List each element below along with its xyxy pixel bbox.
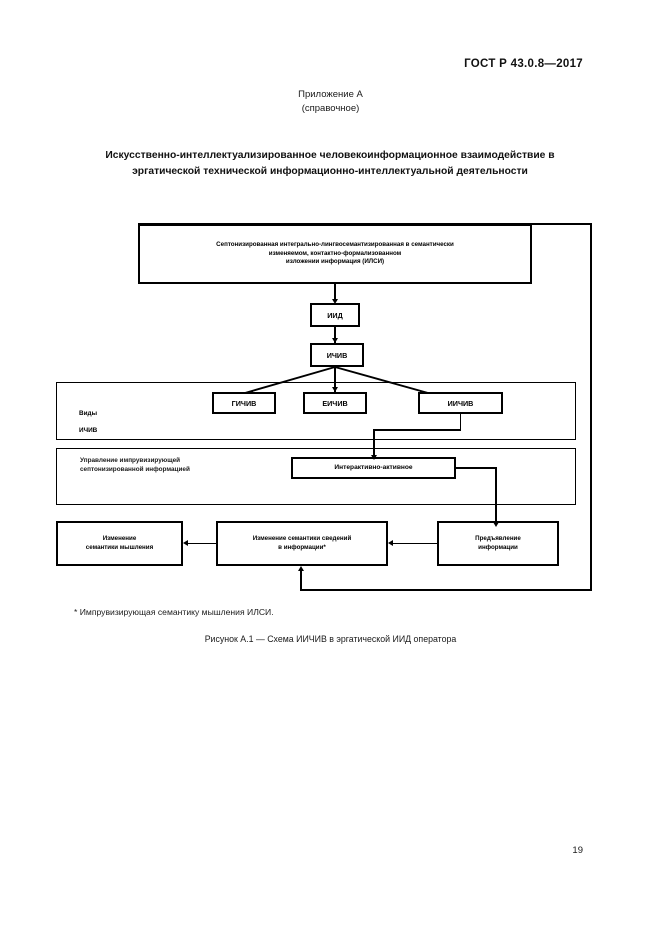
box-ilsi-source: Септонизированная интегрально-лингвосема…: [138, 224, 532, 284]
arrowhead-feedback-into-change-info: [297, 566, 304, 571]
figure-a1: Септонизированная интегрально-лингвосема…: [0, 222, 661, 592]
box-change-info-line-1: Изменение семантики сведений: [252, 535, 352, 542]
arrowhead-present-to-change-info: [388, 540, 393, 546]
connector-iid-to-ichiv: [334, 327, 336, 344]
container-control-label-line-1: Управление импрувизирующей: [80, 457, 181, 464]
box-gichiv: ГИЧИВ: [212, 392, 276, 414]
arrowhead-source-to-iid: [331, 299, 338, 304]
box-change-thinking-line-1: Изменение: [102, 535, 137, 542]
page-title-line-3: деятельности: [456, 165, 528, 177]
connector-iichiv-to-interactive: [373, 429, 375, 461]
box-ilsi-line-1: Септонизированная интегрально-лингвосема…: [216, 241, 454, 249]
figure-footnote: * Импрувизирующая семантику мышления ИЛС…: [74, 607, 274, 617]
box-interactive-active: Интерактивно-активное: [291, 457, 456, 479]
arrowhead-ichiv-to-eichiv: [331, 387, 338, 392]
connector-source-to-iid: [334, 284, 336, 300]
arrowhead-change-info-to-thinking: [183, 540, 188, 546]
box-ichiv: ИЧИВ: [310, 343, 364, 367]
connector-interactive-down-to-present: [495, 467, 497, 528]
connector-iichiv-drop: [459, 414, 462, 431]
appendix-title: Приложение А: [298, 89, 363, 100]
box-change-info-semantics: Изменение семантики сведений в информаци…: [216, 521, 388, 566]
page-title-line-2: взаимодействие в эргатической техническо…: [132, 150, 555, 177]
connector-feedback-right-riser: [590, 467, 592, 591]
page-number: 19: [572, 845, 583, 856]
arrowhead-iichiv-to-interactive: [370, 455, 377, 460]
appendix-subtitle: (справочное): [301, 103, 360, 114]
page-title-line-1: Искусственно-интеллектуализированное чел…: [105, 150, 458, 161]
container-kinds-label: Виды ИЧИВ: [79, 401, 97, 435]
container-kinds-of-ichiv: Виды ИЧИВ: [56, 382, 576, 440]
box-change-thinking-line-2: семантики мышления: [85, 543, 154, 551]
document-header: ГОСТ Р 43.0.8—2017: [464, 58, 583, 70]
container-control-improvising-info: [56, 448, 576, 505]
box-present-line-1: Предъявление: [475, 535, 521, 542]
box-ilsi-line-3: изложении информация (ИЛСИ): [285, 258, 385, 266]
connector-feedback-top-riser: [590, 223, 592, 468]
box-iid: ИИД: [310, 303, 360, 327]
connector-feedback-stub: [300, 571, 302, 591]
box-gichiv-label: ГИЧИВ: [231, 398, 257, 408]
connector-iichiv-across: [373, 429, 462, 431]
connector-ichiv-to-eichiv: [334, 367, 336, 392]
box-iid-label: ИИД: [327, 310, 343, 320]
box-eichiv-label: ЕИЧИВ: [322, 398, 348, 408]
container-kinds-label-line-2: ИЧИВ: [79, 426, 98, 434]
container-kinds-label-line-1: Виды: [79, 409, 98, 417]
box-iichiv: ИИЧИВ: [418, 392, 503, 414]
box-present-information: Предъявление информации: [437, 521, 559, 566]
box-ilsi-line-2: изменяемом, контактно-формализованном: [268, 249, 402, 257]
connector-present-to-change-info: [392, 542, 437, 545]
box-change-thinking-semantics: Изменение семантики мышления: [56, 521, 183, 566]
box-eichiv: ЕИЧИВ: [303, 392, 367, 414]
page-title: Искусственно-интеллектуализированное чел…: [80, 148, 580, 179]
box-interactive-active-label: Интерактивно-активное: [334, 463, 413, 471]
box-present-line-2: информации: [478, 543, 518, 551]
container-control-label: Управление импрувизирующей септонизирова…: [80, 456, 190, 474]
box-iichiv-label: ИИЧИВ: [447, 398, 474, 408]
container-control-label-line-2: септонизированной информацией: [80, 466, 190, 473]
figure-caption: Рисунок А.1 — Схема ИИЧИВ в эргатической…: [204, 634, 457, 644]
arrowhead-iid-to-ichiv: [331, 338, 338, 343]
box-change-info-line-2: в информации*: [278, 543, 326, 551]
arrowhead-interactive-to-present: [492, 522, 499, 527]
connector-interactive-right: [456, 467, 497, 469]
box-ichiv-label: ИЧИВ: [326, 350, 348, 360]
connector-change-info-to-thinking: [187, 542, 216, 545]
appendix-caption: Приложение А (справочное): [0, 88, 661, 116]
connector-feedback-bottom: [300, 589, 592, 591]
